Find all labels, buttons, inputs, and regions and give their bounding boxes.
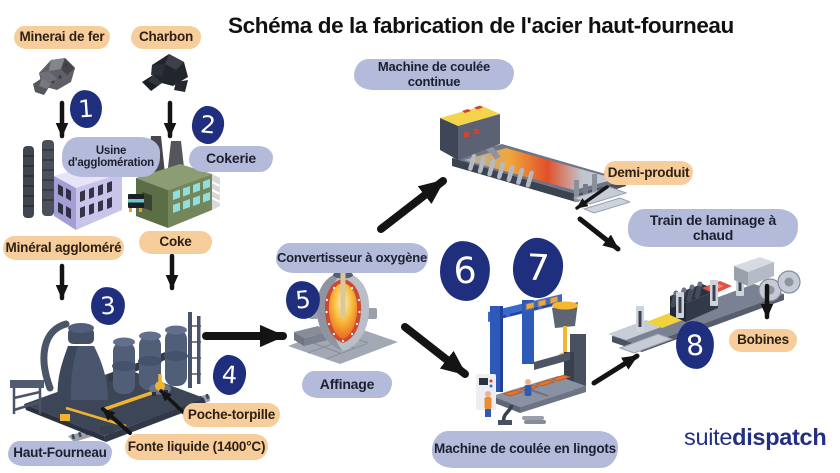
label-demi-produit: Demi-produit: [604, 161, 693, 185]
step-badge-1: 1: [68, 88, 104, 130]
coking-plant-icon: [128, 136, 220, 228]
oxygen-converter-icon: [288, 266, 398, 364]
label-train-laminage-chaud: Train de laminage à chaud: [628, 209, 798, 247]
label-machine-coulee-lingots: Machine de coulée en lingots: [432, 431, 618, 468]
label-fonte-liquide: Fonte liquide (1400°C): [125, 434, 268, 460]
arrow-converter-to-ingots: [401, 323, 469, 378]
logo-text-regular: suite: [684, 424, 733, 450]
label-mineral-agglomere: Minéral aggloméré: [3, 236, 124, 260]
label-bobines: Bobines: [729, 329, 797, 352]
label-coke: Coke: [139, 231, 212, 254]
label-usine-agglomeration: Usine d'agglomération: [62, 137, 160, 177]
hot-rolling-mill-icon: [608, 257, 801, 354]
diagram-title: Schéma de la fabrication de l'acier haut…: [228, 13, 734, 38]
suitedispatch-logo: suitedispatch: [684, 424, 827, 451]
label-charbon: Charbon: [131, 26, 201, 49]
iron-ore-icon: [33, 58, 75, 95]
step-badge-4: 4: [211, 353, 248, 397]
continuous-casting-machine-icon: [440, 105, 630, 214]
logo-text-bold: dispatch: [732, 424, 827, 450]
arrow-ingots-to-mill: [591, 353, 640, 386]
ingot-casting-machine-icon: [476, 294, 586, 425]
label-convertisseur-oxygene: Convertisseur à oxygène: [276, 243, 428, 273]
label-affinage: Affinage: [302, 371, 392, 398]
label-poche-torpille: Poche-torpille: [183, 403, 280, 427]
coal-icon: [142, 54, 188, 92]
label-haut-fourneau: Haut-Fourneau: [8, 441, 112, 466]
label-minerai-de-fer: Minerai de fer: [14, 26, 110, 49]
step-badge-7: 7: [511, 236, 565, 300]
label-cokerie: Cokerie: [189, 146, 273, 172]
label-machine-coulee-continue: Machine de coulée continue: [354, 59, 514, 90]
